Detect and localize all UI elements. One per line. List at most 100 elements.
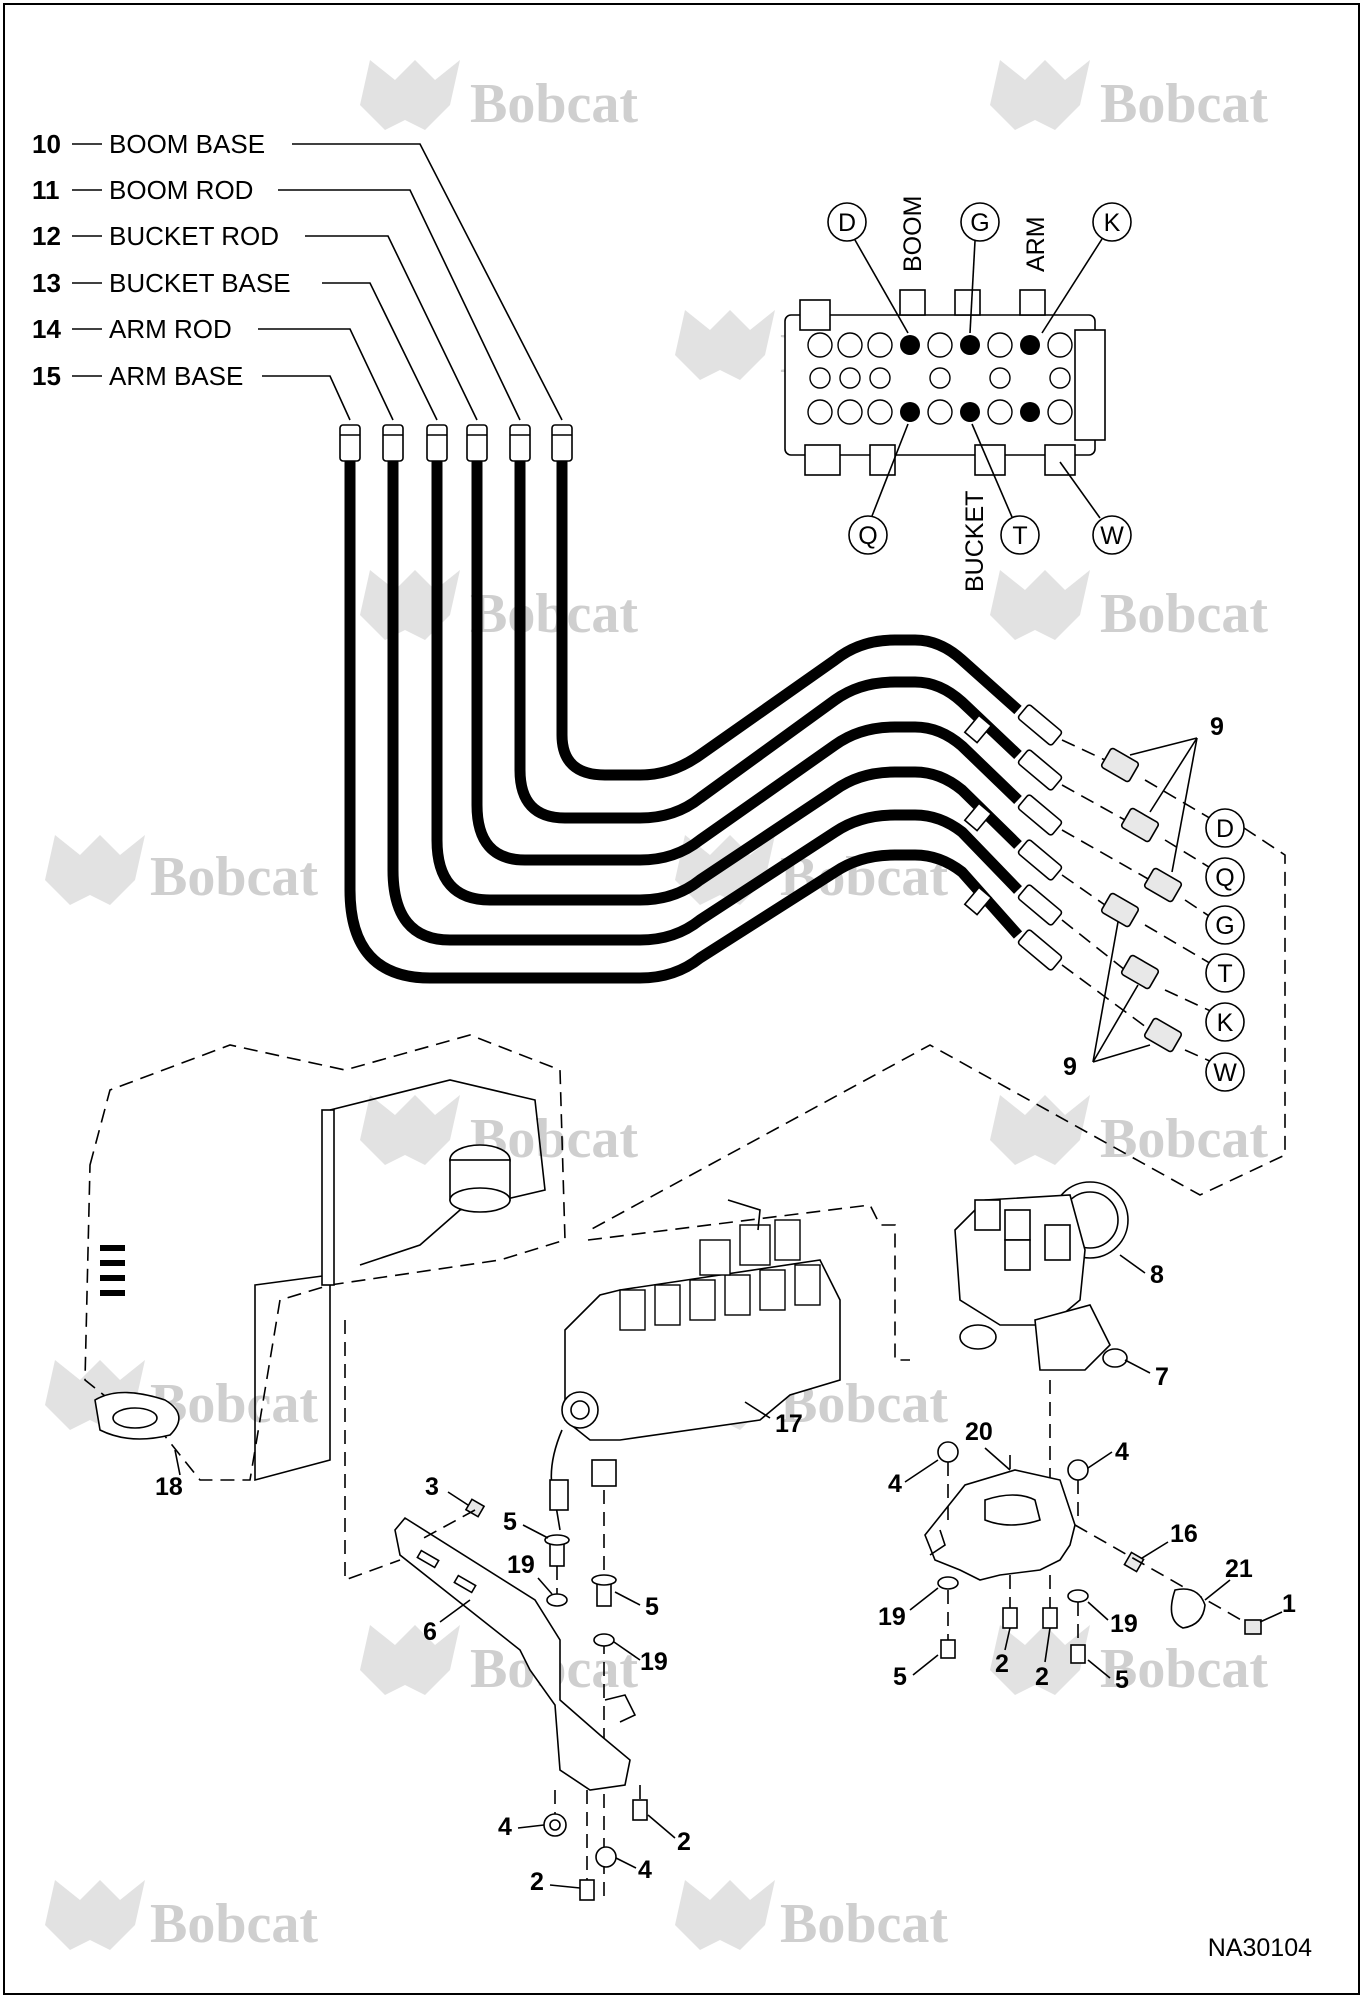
svg-text:4: 4 (638, 1856, 652, 1884)
callout-1: 1 (1259, 1590, 1296, 1623)
watermark: Bobcat (990, 1095, 1268, 1170)
hose-label-text: BOOM ROD (109, 175, 253, 205)
hose-boom-base (556, 455, 1022, 781)
svg-text:Bobcat: Bobcat (150, 846, 318, 908)
svg-text:9: 9 (1210, 713, 1224, 741)
valve-port-label: Q (858, 522, 877, 550)
hose-label-text: BUCKET ROD (109, 221, 279, 251)
svg-text:3: 3 (425, 1473, 439, 1501)
callout-4-a: 4 (888, 1459, 939, 1498)
callout-6: 6 (423, 1599, 471, 1646)
svg-text:4: 4 (888, 1470, 902, 1498)
callout-20: 20 (965, 1418, 1011, 1471)
fitting-port-circles: D Q G T K W (589, 808, 1286, 1231)
fitting-connection-lines (1061, 739, 1231, 1071)
svg-text:16: 16 (1170, 1520, 1198, 1548)
svg-text:Bobcat: Bobcat (470, 73, 638, 135)
bracket-20-group: 20 4 4 16 21 1 (878, 1418, 1296, 1694)
callout-19-b: 19 (1087, 1601, 1138, 1638)
svg-text:17: 17 (775, 1410, 803, 1438)
hose-bucket-rod (471, 455, 1022, 866)
callout-2-a: 2 (995, 1627, 1011, 1678)
valve-port-label: D (838, 209, 856, 237)
svg-text:Bobcat: Bobcat (1100, 1638, 1268, 1700)
hose-arm-base (344, 455, 1023, 984)
svg-text:19: 19 (878, 1603, 906, 1631)
control-valve-top-view: D G K Q T W BOOM ARM BUCKET (784, 196, 1132, 592)
hose-label-text: BUCKET BASE (109, 268, 291, 298)
hose-end-fittings (963, 704, 1063, 971)
svg-text:19: 19 (640, 1648, 668, 1676)
port-label: K (1217, 1009, 1234, 1037)
callout-17: 17 (744, 1401, 803, 1438)
bracket-6-group: 3 5 19 5 19 (394, 1473, 691, 1901)
hose-arm-rod (387, 455, 1022, 946)
callout-19-a: 19 (878, 1587, 939, 1631)
callout-5-a: 5 (893, 1654, 939, 1691)
watermark: Bobcat (360, 570, 638, 645)
hose-label-text: ARM BASE (109, 361, 243, 391)
hose-label-number: 12 (32, 221, 61, 251)
valve-label-boom: BOOM (899, 196, 927, 272)
callout-4-b: 4 (1087, 1438, 1129, 1469)
hose-label-number: 13 (32, 268, 61, 298)
svg-text:9: 9 (1063, 1053, 1077, 1081)
valve-label-arm: ARM (1022, 216, 1050, 272)
callout-4-d: 4 (615, 1856, 652, 1884)
adapter-fittings (1100, 747, 1183, 1053)
callout-8: 8 (1119, 1254, 1164, 1289)
svg-text:20: 20 (965, 1418, 993, 1446)
svg-text:Bobcat: Bobcat (150, 1893, 318, 1955)
hose-label-text: ARM ROD (109, 314, 232, 344)
hose-top-ferrules (339, 424, 573, 462)
valve-port-label: K (1104, 209, 1121, 237)
watermark: Bobcat (45, 1360, 318, 1435)
svg-text:4: 4 (498, 1813, 512, 1841)
svg-text:6: 6 (423, 1618, 437, 1646)
watermark: Bobcat (360, 60, 638, 135)
valve-port-label: G (970, 209, 989, 237)
hose-label-number: 15 (32, 361, 61, 391)
port-label: T (1217, 960, 1232, 988)
port-label: W (1213, 1059, 1237, 1087)
hose-label-number: 10 (32, 129, 61, 159)
callout-4-c: 4 (498, 1813, 545, 1841)
callout-5-b: 5 (1087, 1659, 1129, 1694)
hose-bundle (344, 455, 1023, 984)
port-label: D (1216, 815, 1234, 843)
main-control-valve: 17 (549, 1199, 910, 1900)
svg-text:21: 21 (1225, 1555, 1253, 1583)
svg-text:5: 5 (503, 1508, 517, 1536)
svg-text:Bobcat: Bobcat (470, 583, 638, 645)
hose-label-number: 11 (32, 175, 60, 205)
svg-text:Bobcat: Bobcat (1100, 1108, 1268, 1170)
hose-bucket-base (431, 455, 1022, 906)
hose-label-text: BOOM BASE (109, 129, 265, 159)
hose-label-number: 14 (32, 314, 61, 344)
svg-text:1: 1 (1282, 1590, 1296, 1618)
svg-text:5: 5 (1115, 1666, 1129, 1694)
svg-text:2: 2 (995, 1650, 1009, 1678)
svg-text:Bobcat: Bobcat (780, 1893, 948, 1955)
watermark: Bobcat (990, 570, 1268, 645)
callout-19-d: 19 (613, 1641, 668, 1676)
watermark: Bobcat (990, 60, 1268, 135)
svg-text:8: 8 (1150, 1261, 1164, 1289)
svg-text:2: 2 (677, 1828, 691, 1856)
drawing-id: NA30104 (1208, 1934, 1312, 1962)
callout-21: 21 (1204, 1555, 1253, 1601)
callout-5-c: 5 (503, 1508, 549, 1539)
svg-text:7: 7 (1155, 1363, 1169, 1391)
svg-text:4: 4 (1115, 1438, 1129, 1466)
watermark: Bobcat (45, 835, 318, 908)
page-border (3, 3, 1360, 1995)
svg-text:19: 19 (1110, 1610, 1138, 1638)
callout-18: 18 (155, 1449, 183, 1501)
svg-text:5: 5 (645, 1593, 659, 1621)
port-label: G (1215, 912, 1234, 940)
svg-text:18: 18 (155, 1473, 183, 1501)
svg-text:2: 2 (530, 1868, 544, 1896)
valve-port-label: W (1100, 522, 1124, 550)
